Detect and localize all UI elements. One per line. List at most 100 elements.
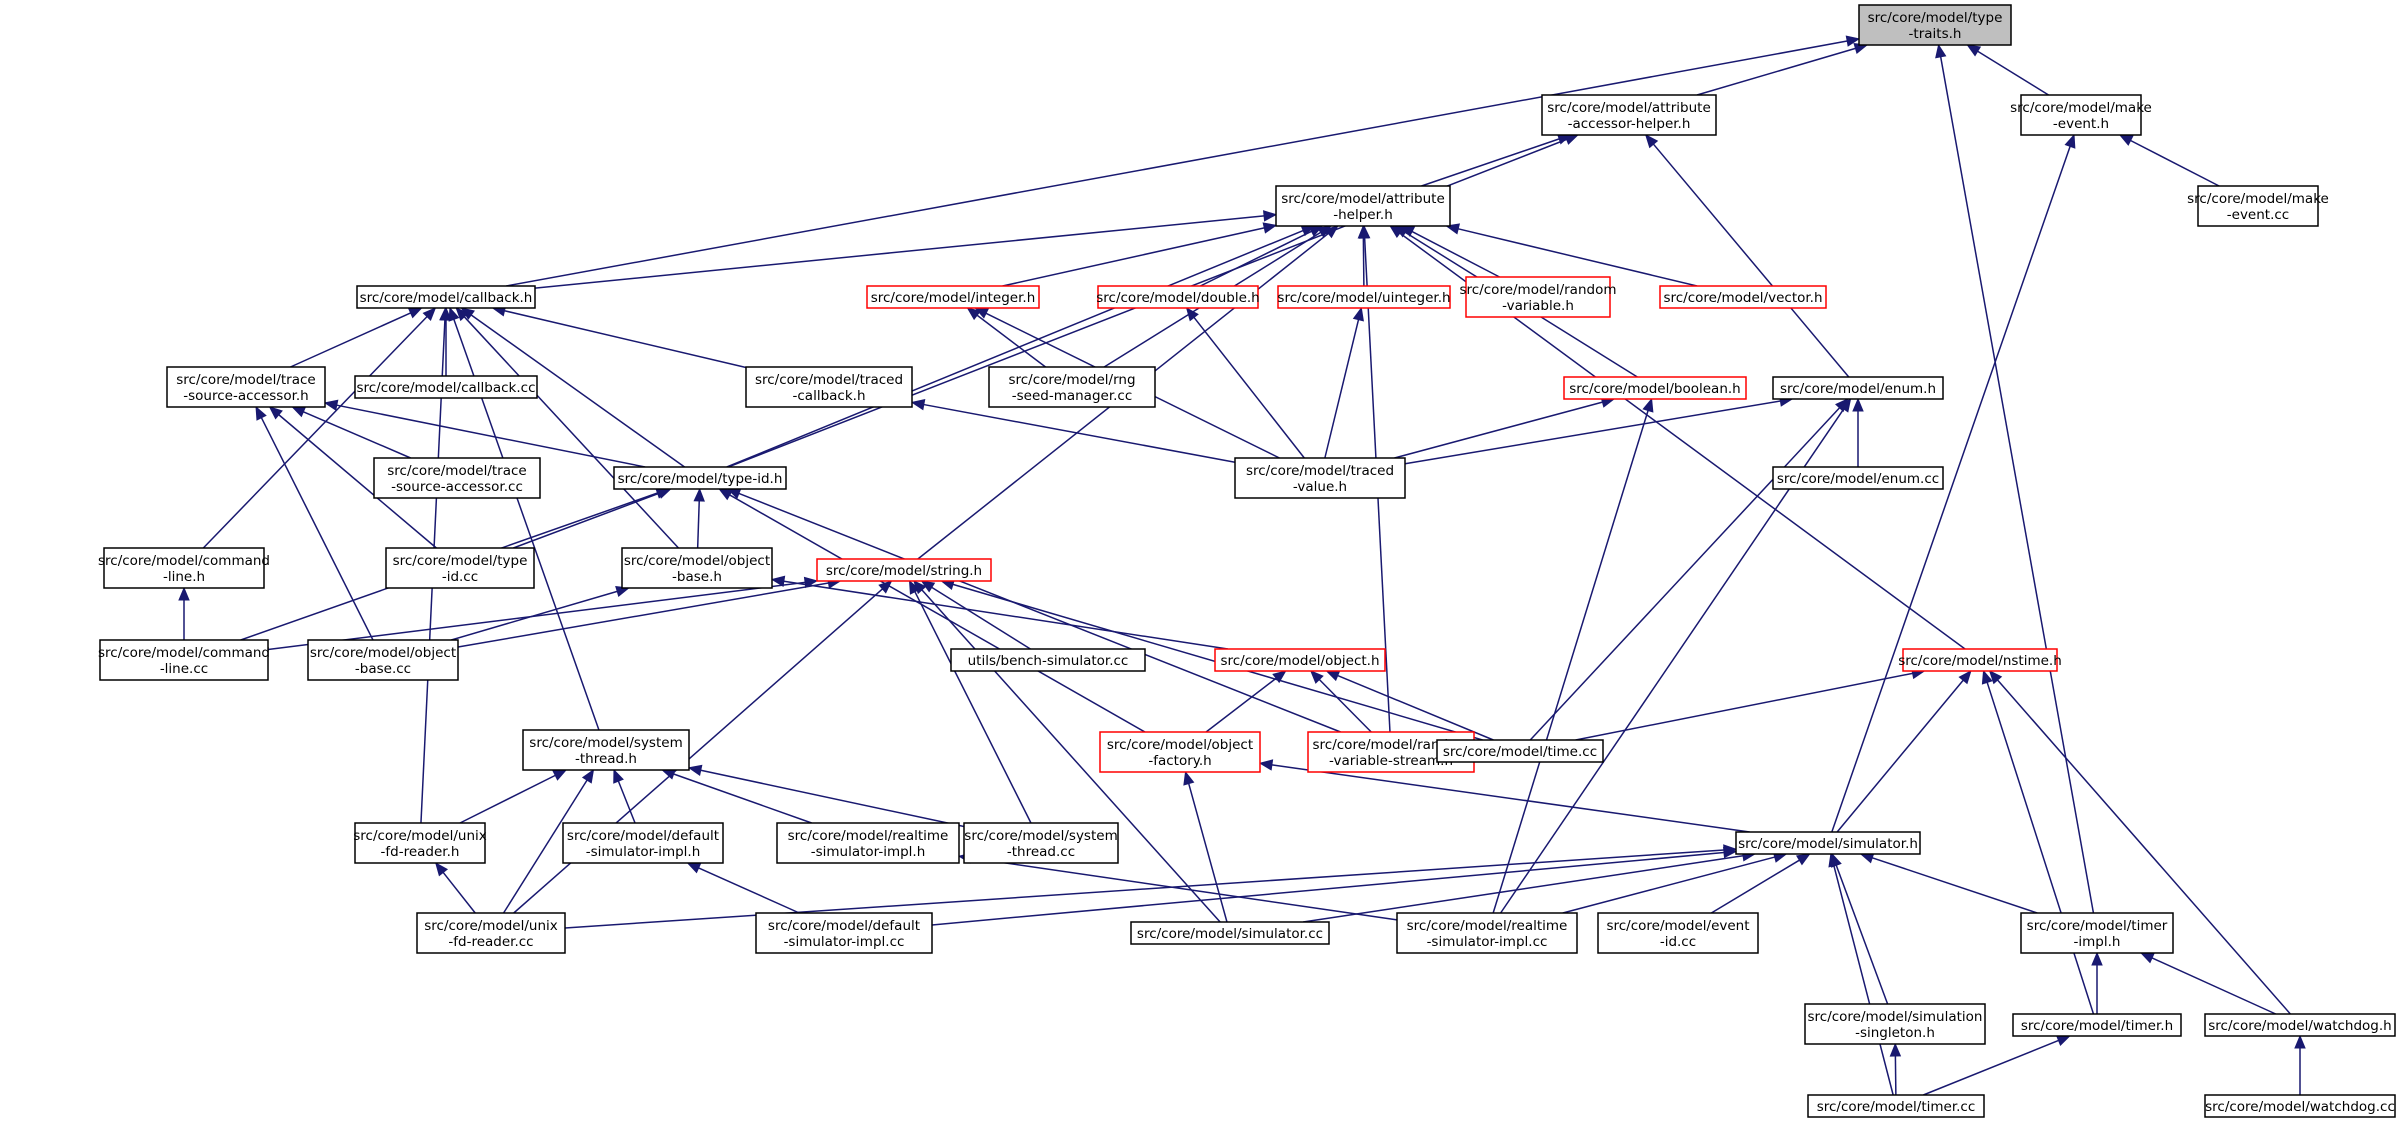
node-integer_h[interactable]: src/core/model/integer.h xyxy=(866,285,1040,309)
node-box[interactable] xyxy=(354,822,486,864)
node-callback_h[interactable]: src/core/model/callback.h xyxy=(356,285,536,309)
node-box[interactable] xyxy=(755,912,933,954)
node-string_h[interactable]: src/core/model/string.h xyxy=(816,558,992,582)
node-box[interactable] xyxy=(1214,648,1386,672)
node-type_id_cc[interactable]: src/core/model/type-id.cc xyxy=(385,547,535,589)
node-box[interactable] xyxy=(1097,285,1259,309)
node-default_sim_impl_h[interactable]: src/core/model/default-simulator-impl.h xyxy=(562,822,724,864)
node-box[interactable] xyxy=(1597,912,1759,954)
node-box[interactable] xyxy=(776,822,960,864)
node-box[interactable] xyxy=(562,822,724,864)
node-timer_h[interactable]: src/core/model/timer.h xyxy=(2012,1013,2182,1037)
node-box[interactable] xyxy=(1902,648,2058,672)
node-object_base_cc[interactable]: src/core/model/object-base.cc xyxy=(307,639,459,681)
node-box[interactable] xyxy=(963,822,1119,864)
node-watchdog_cc[interactable]: src/core/model/watchdog.cc xyxy=(2204,1094,2396,1118)
node-box[interactable] xyxy=(816,558,992,582)
node-make_event_cc[interactable]: src/core/model/make-event.cc xyxy=(2187,185,2329,227)
node-system_thread_h[interactable]: src/core/model/system-thread.h xyxy=(522,729,690,771)
node-box[interactable] xyxy=(373,457,541,499)
node-box[interactable] xyxy=(1465,276,1611,318)
node-box[interactable] xyxy=(950,648,1146,672)
node-box[interactable] xyxy=(1858,4,2012,46)
node-box[interactable] xyxy=(385,547,535,589)
node-type_id_h[interactable]: src/core/model/type-id.h xyxy=(613,466,787,490)
node-box[interactable] xyxy=(1772,466,1944,490)
node-box[interactable] xyxy=(354,375,538,399)
node-timer_cc[interactable]: src/core/model/timer.cc xyxy=(1807,1094,1985,1118)
node-box[interactable] xyxy=(613,466,787,490)
node-time_cc[interactable]: src/core/model/time.cc xyxy=(1436,739,1604,763)
node-box[interactable] xyxy=(745,366,913,408)
node-enum_h[interactable]: src/core/model/enum.h xyxy=(1772,376,1944,400)
node-random_var_h[interactable]: src/core/model/random-variable.h xyxy=(1460,276,1617,318)
node-box[interactable] xyxy=(1396,912,1578,954)
node-traced_value_h[interactable]: src/core/model/traced-value.h xyxy=(1234,457,1406,499)
node-box[interactable] xyxy=(2020,912,2174,954)
node-command_line_h[interactable]: src/core/model/command-line.h xyxy=(98,547,270,589)
node-box[interactable] xyxy=(1436,739,1604,763)
node-box[interactable] xyxy=(1099,731,1261,773)
node-box[interactable] xyxy=(988,366,1156,408)
node-simulator_cc[interactable]: src/core/model/simulator.cc xyxy=(1130,921,1330,945)
node-box[interactable] xyxy=(103,547,265,589)
node-unix_fd_reader_cc[interactable]: src/core/model/unix-fd-reader.cc xyxy=(416,912,566,954)
node-box[interactable] xyxy=(2012,1013,2182,1037)
node-realtime_sim_impl_cc[interactable]: src/core/model/realtime-simulator-impl.c… xyxy=(1396,912,1578,954)
node-uinteger_h[interactable]: src/core/model/uinteger.h xyxy=(1277,285,1451,309)
node-object_h[interactable]: src/core/model/object.h xyxy=(1214,648,1386,672)
node-trace_src_acc_cc[interactable]: src/core/model/trace-source-accessor.cc xyxy=(373,457,541,499)
node-box[interactable] xyxy=(2020,94,2142,136)
node-vector_h[interactable]: src/core/model/vector.h xyxy=(1659,285,1827,309)
node-box[interactable] xyxy=(307,639,459,681)
node-label-line: src/core/model/rng xyxy=(1008,372,1135,388)
node-box[interactable] xyxy=(1130,921,1330,945)
node-make_event_h[interactable]: src/core/model/make-event.h xyxy=(2010,94,2152,136)
node-box[interactable] xyxy=(866,285,1040,309)
node-box[interactable] xyxy=(1659,285,1827,309)
node-box[interactable] xyxy=(1772,376,1944,400)
node-traced_callback_h[interactable]: src/core/model/traced-callback.h xyxy=(745,366,913,408)
node-command_line_cc[interactable]: src/core/model/command-line.cc xyxy=(98,639,270,681)
node-default_sim_impl_cc[interactable]: src/core/model/default-simulator-impl.cc xyxy=(755,912,933,954)
node-box[interactable] xyxy=(1277,285,1451,309)
node-trace_src_acc_h[interactable]: src/core/model/trace-source-accessor.h xyxy=(166,366,326,408)
node-box[interactable] xyxy=(621,547,773,589)
node-box[interactable] xyxy=(2204,1013,2396,1037)
node-object_factory_h[interactable]: src/core/model/object-factory.h xyxy=(1099,731,1261,773)
node-nstime_h[interactable]: src/core/model/nstime.h xyxy=(1898,648,2062,672)
node-system_thread_cc[interactable]: src/core/model/system-thread.cc xyxy=(963,822,1119,864)
node-attr_acc_helper[interactable]: src/core/model/attribute-accessor-helper… xyxy=(1541,94,1717,136)
node-box[interactable] xyxy=(2197,185,2319,227)
node-simulator_h[interactable]: src/core/model/simulator.h xyxy=(1735,831,1921,855)
node-box[interactable] xyxy=(1735,831,1921,855)
node-simulation_singleton_h[interactable]: src/core/model/simulation-singleton.h xyxy=(1804,1003,1986,1045)
node-box[interactable] xyxy=(1807,1094,1985,1118)
node-event_id_cc[interactable]: src/core/model/event-id.cc xyxy=(1597,912,1759,954)
node-box[interactable] xyxy=(522,729,690,771)
node-object_base_h[interactable]: src/core/model/object-base.h xyxy=(621,547,773,589)
node-unix_fd_reader_h[interactable]: src/core/model/unix-fd-reader.h xyxy=(353,822,487,864)
node-enum_cc[interactable]: src/core/model/enum.cc xyxy=(1772,466,1944,490)
node-box[interactable] xyxy=(1234,457,1406,499)
node-box[interactable] xyxy=(1541,94,1717,136)
node-double_h[interactable]: src/core/model/double.h xyxy=(1096,285,1260,309)
node-box[interactable] xyxy=(99,639,269,681)
node-box[interactable] xyxy=(356,285,536,309)
node-box[interactable] xyxy=(166,366,326,408)
node-box[interactable] xyxy=(416,912,566,954)
node-box[interactable] xyxy=(2204,1094,2396,1118)
node-timer_impl_h[interactable]: src/core/model/timer-impl.h xyxy=(2020,912,2174,954)
node-callback_cc[interactable]: src/core/model/callback.cc xyxy=(354,375,538,399)
node-watchdog_h[interactable]: src/core/model/watchdog.h xyxy=(2204,1013,2396,1037)
node-label-line: src/core/model/integer.h xyxy=(871,290,1036,306)
node-rng_seed_cc[interactable]: src/core/model/rng-seed-manager.cc xyxy=(988,366,1156,408)
node-box[interactable] xyxy=(1804,1003,1986,1045)
node-box[interactable] xyxy=(1563,376,1747,400)
node-bench_sim_cc[interactable]: utils/bench-simulator.cc xyxy=(950,648,1146,672)
node-attr_helper[interactable]: src/core/model/attribute-helper.h xyxy=(1275,185,1451,227)
node-box[interactable] xyxy=(1275,185,1451,227)
node-boolean_h[interactable]: src/core/model/boolean.h xyxy=(1563,376,1747,400)
node-realtime_sim_impl_h[interactable]: src/core/model/realtime-simulator-impl.h xyxy=(776,822,960,864)
node-type_traits[interactable]: src/core/model/type-traits.h xyxy=(1858,4,2012,46)
